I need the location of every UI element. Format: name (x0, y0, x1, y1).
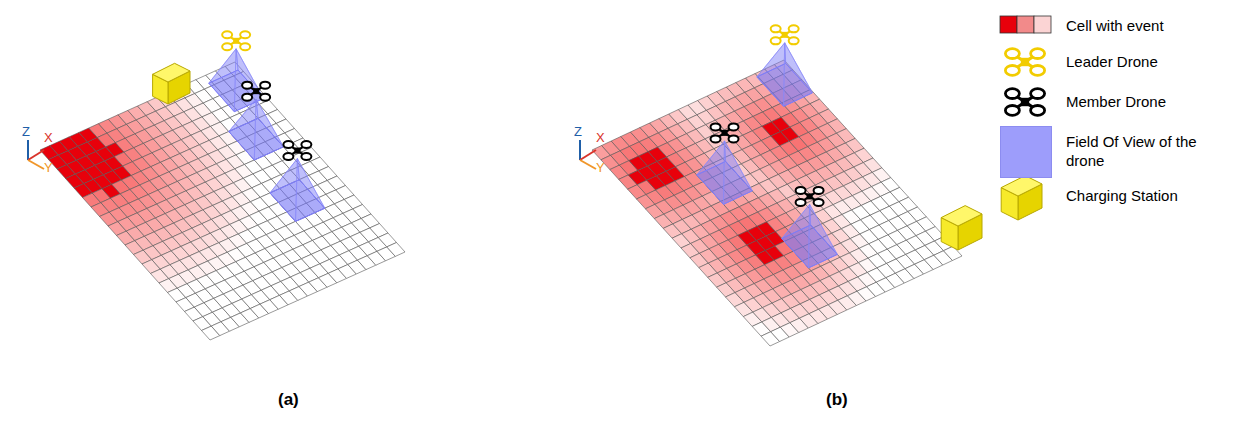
legend-samples (1000, 16, 1051, 33)
legend-text: Charging Station (1066, 186, 1178, 205)
legend-text: Leader Drone (1066, 52, 1158, 71)
member-drone (711, 123, 739, 142)
panel-caption: (a) (278, 390, 299, 410)
axis-glyph (580, 140, 596, 169)
field-of-view (757, 43, 813, 107)
member-drone (1005, 89, 1044, 116)
axis-label: X (44, 130, 53, 145)
axis-label: Z (574, 124, 582, 139)
legend-swatch (1000, 126, 1052, 178)
legend-text: Field Of View of the drone (1066, 132, 1231, 170)
event-grid (592, 60, 962, 346)
charging-station (941, 206, 982, 250)
legend-text: Member Drone (1066, 92, 1166, 111)
axis-glyph (28, 140, 44, 169)
member-drone (796, 187, 824, 206)
leader-drone (222, 31, 250, 50)
axis-label: Y (596, 160, 605, 175)
member-drone (283, 141, 311, 160)
leader-drone (771, 25, 799, 44)
axis-label: Y (44, 160, 53, 175)
leader-drone (1005, 49, 1044, 76)
field-of-view (229, 99, 284, 160)
field-of-view (697, 141, 753, 204)
legend-text: Cell with event (1066, 16, 1164, 35)
axis-label: Z (22, 124, 30, 139)
field-of-view (270, 159, 325, 222)
panel-caption: (b) (826, 390, 848, 410)
charging-station (1001, 176, 1042, 220)
grid-cell (387, 243, 405, 257)
charging-station (153, 63, 190, 104)
axis-label: X (596, 130, 605, 145)
field-of-view (782, 204, 838, 268)
event-grid (40, 62, 405, 340)
member-drone (242, 82, 270, 101)
